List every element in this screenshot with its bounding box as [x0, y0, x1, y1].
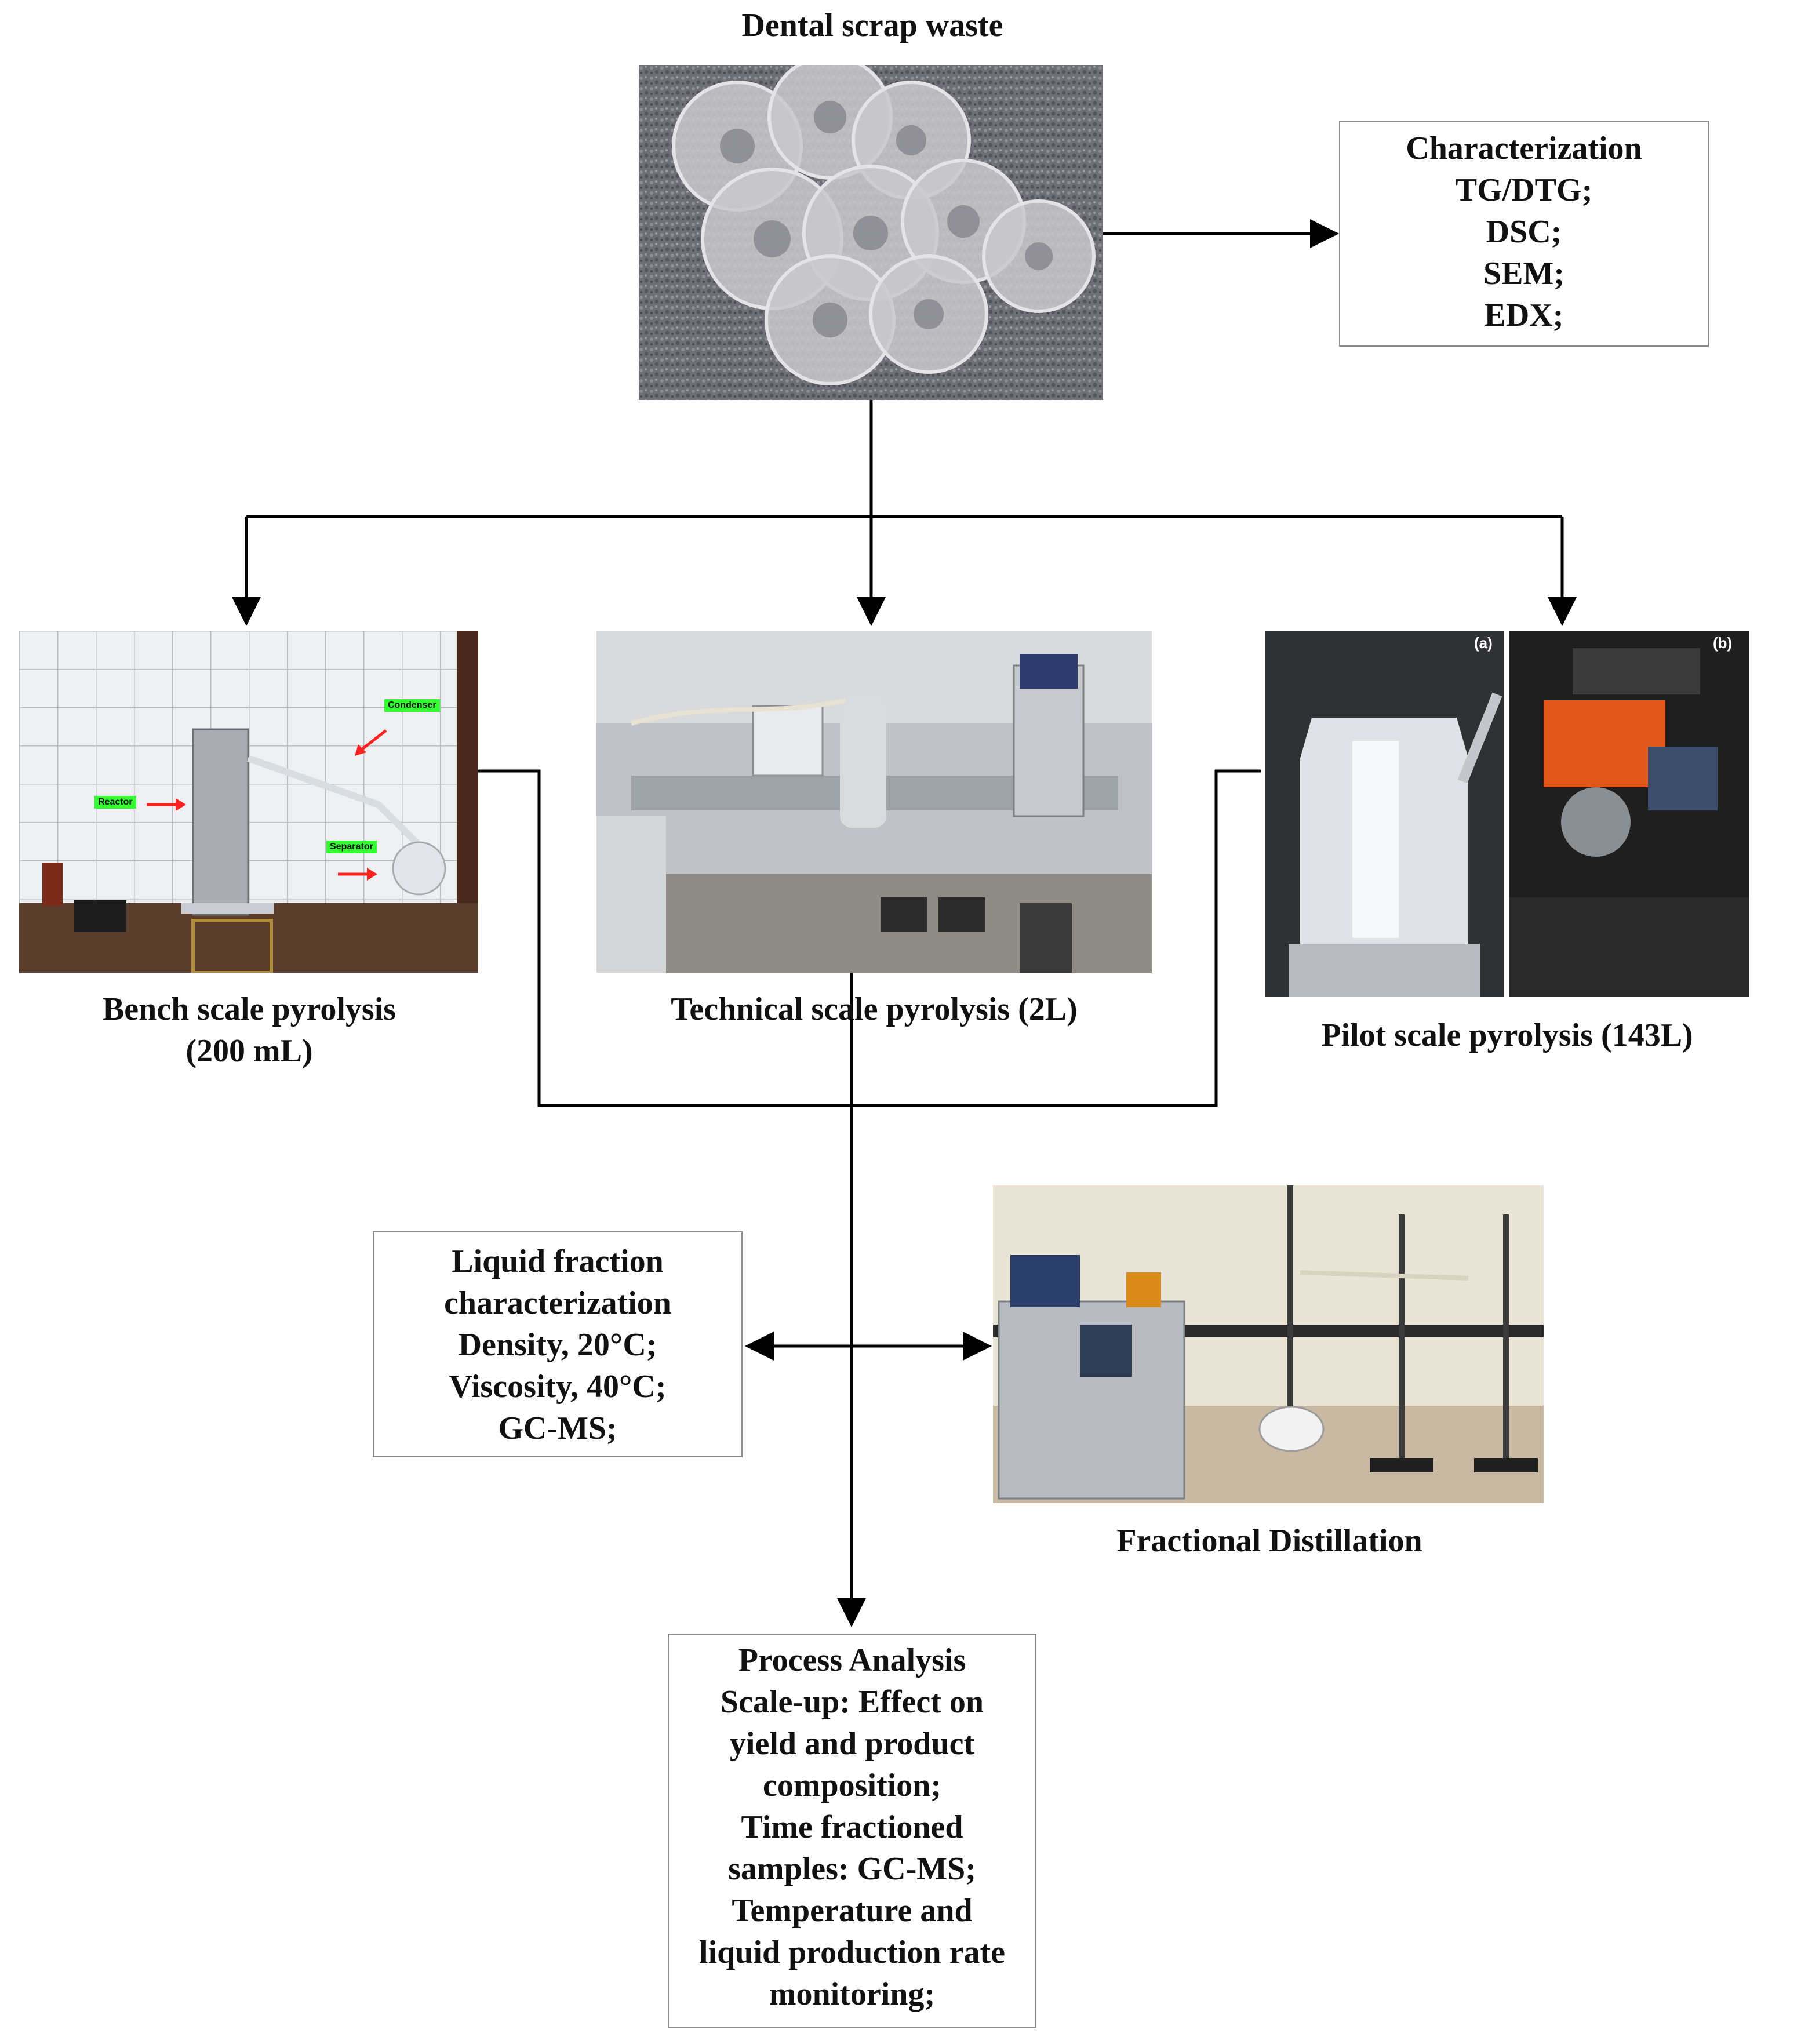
pilot-scale-photo: (a) (b) [1265, 631, 1749, 997]
process-analysis-line: monitoring; [769, 1976, 936, 2012]
liquid-fraction-line: GC-MS; [498, 1410, 617, 1446]
bench-scale-caption: Bench scale pyrolysis (200 mL) [41, 988, 458, 1072]
liquid-fraction-line: Density, 20°C; [458, 1327, 657, 1363]
condenser-tag: Condenser [384, 699, 440, 712]
bench-caption-line: Bench scale pyrolysis [102, 991, 396, 1027]
fractional-distillation-photo [993, 1185, 1544, 1503]
red-pointer-arrow-icon [355, 729, 387, 756]
process-analysis-line: Temperature and [732, 1893, 973, 1929]
process-analysis-line: composition; [763, 1767, 941, 1803]
technical-scale-photo [596, 631, 1152, 973]
characterization-line: EDX; [1484, 297, 1564, 333]
process-analysis-line: samples: GC-MS; [728, 1851, 976, 1887]
liquid-fraction-box: Liquid fraction characterization Density… [373, 1231, 743, 1457]
bench-caption-line: (200 mL) [185, 1033, 313, 1069]
red-pointer-arrow-icon [338, 868, 377, 881]
bench-scale-photo: Reactor Condenser Separator [19, 631, 478, 973]
characterization-line: TG/DTG; [1455, 172, 1593, 208]
technical-scale-caption: Technical scale pyrolysis (2L) [671, 991, 1078, 1027]
liquid-fraction-line: characterization [444, 1285, 671, 1321]
panel-b-label: (b) [1713, 634, 1733, 652]
process-analysis-box: Process Analysis Scale-up: Effect on yie… [668, 1634, 1036, 2028]
characterization-line: Characterization [1406, 130, 1642, 166]
diagram-title: Dental scrap waste [741, 8, 1003, 43]
characterization-line: SEM; [1483, 256, 1564, 292]
process-analysis-line: yield and product [729, 1726, 975, 1762]
process-analysis-line: Time fractioned [741, 1809, 963, 1845]
liquid-fraction-line: Liquid fraction [452, 1243, 664, 1279]
red-pointer-arrow-icon [147, 798, 186, 811]
dental-scrap-photo [639, 65, 1103, 400]
characterization-box: Characterization TG/DTG; DSC; SEM; EDX; [1339, 121, 1709, 347]
reactor-tag: Reactor [94, 796, 136, 809]
liquid-fraction-line: Viscosity, 40°C; [449, 1369, 667, 1405]
fractional-distillation-caption: Fractional Distillation [1116, 1523, 1422, 1559]
process-analysis-line: liquid production rate [699, 1934, 1005, 1970]
process-analysis-line: Scale-up: Effect on [720, 1684, 984, 1720]
pilot-scale-caption: Pilot scale pyrolysis (143L) [1321, 1017, 1693, 1053]
process-analysis-line: Process Analysis [738, 1642, 966, 1678]
panel-a-label: (a) [1474, 634, 1493, 652]
separator-tag: Separator [326, 841, 377, 853]
collector-line [478, 769, 1261, 1107]
characterization-line: DSC; [1486, 214, 1562, 250]
